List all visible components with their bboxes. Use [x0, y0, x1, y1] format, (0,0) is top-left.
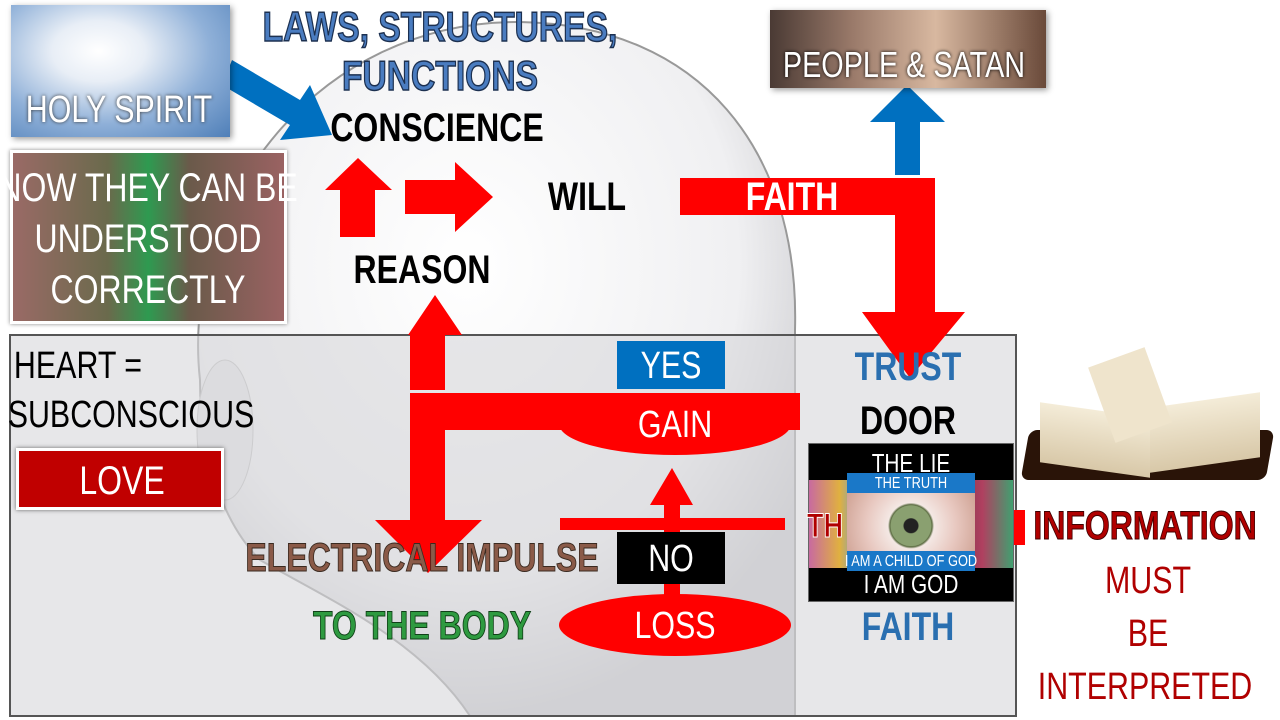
laws-title-line-1: LAWS, STRUCTURES, [262, 3, 618, 50]
bible-image [1020, 347, 1275, 490]
the-lie-label: THE LIE [871, 448, 951, 478]
blue-up-arrow-to-people [870, 85, 945, 175]
th-label: TH [806, 507, 844, 545]
up-arrow-to-reason [408, 295, 462, 390]
be-label: BE [1127, 613, 1169, 655]
understood-box: NOW THEY CAN BE UNDERSTOOD CORRECTLY [0, 150, 298, 324]
information-label: INFORMATION [1033, 504, 1257, 548]
faith-bar-label: FAITH [745, 175, 839, 219]
holy-spirit-image: HOLY SPIRIT [11, 5, 230, 137]
gain-label: GAIN [637, 404, 713, 446]
child-of-god-label: I AM A CHILD OF GOD [844, 553, 978, 570]
trust-label: TRUST [854, 345, 962, 389]
must-label: MUST [1104, 560, 1192, 602]
understood-line-3: CORRECTLY [50, 268, 246, 312]
loss-label: LOSS [634, 605, 716, 647]
loss-ellipse [559, 594, 791, 656]
heart-line-1: HEART = [13, 345, 143, 387]
faith-bottom-label: FAITH [861, 605, 955, 649]
child-band: I AM A CHILD OF GOD [844, 551, 978, 571]
love-label: LOVE [79, 459, 165, 503]
people-satan-label: PEOPLE & SATAN [782, 44, 1026, 85]
right-arrow-to-will [405, 162, 493, 232]
conscience-label: CONSCIENCE [330, 106, 544, 150]
electrical-impulse-label: ELECTRICAL IMPULSE [245, 536, 599, 580]
blue-arrow-to-conscience [222, 60, 332, 140]
faith-arrow-to-trust [680, 178, 965, 378]
eye-panel: THE LIE THE TRUTH I AM A CHILD OF GOD I … [806, 443, 1014, 602]
laws-title-line-2: FUNCTIONS [341, 52, 538, 99]
understood-line-1: NOW THEY CAN BE [0, 166, 298, 210]
no-label: NO [648, 538, 694, 580]
will-label: WILL [547, 175, 627, 219]
interpreted-label: INTERPRETED [1037, 666, 1253, 708]
heart-line-2: SUBCONSCIOUS [7, 394, 255, 436]
gain-ellipse [559, 393, 791, 455]
up-arrow-reason-conscience [325, 158, 392, 237]
yes-box: YES [617, 341, 725, 389]
love-box: LOVE [16, 448, 224, 510]
the-truth-band: THE TRUTH [847, 473, 975, 493]
yes-label: YES [640, 345, 702, 387]
the-truth-label: THE TRUTH [874, 475, 948, 492]
to-the-body-label: TO THE BODY [312, 604, 532, 648]
people-satan-image: PEOPLE & SATAN [770, 10, 1046, 88]
holy-spirit-label: HOLY SPIRIT [25, 89, 213, 131]
reason-label: REASON [353, 248, 491, 292]
i-am-god-label: I AM GOD [863, 569, 959, 599]
door-label: DOOR [860, 399, 956, 443]
no-box: NO [617, 532, 725, 584]
understood-line-2: UNDERSTOOD [34, 217, 262, 261]
